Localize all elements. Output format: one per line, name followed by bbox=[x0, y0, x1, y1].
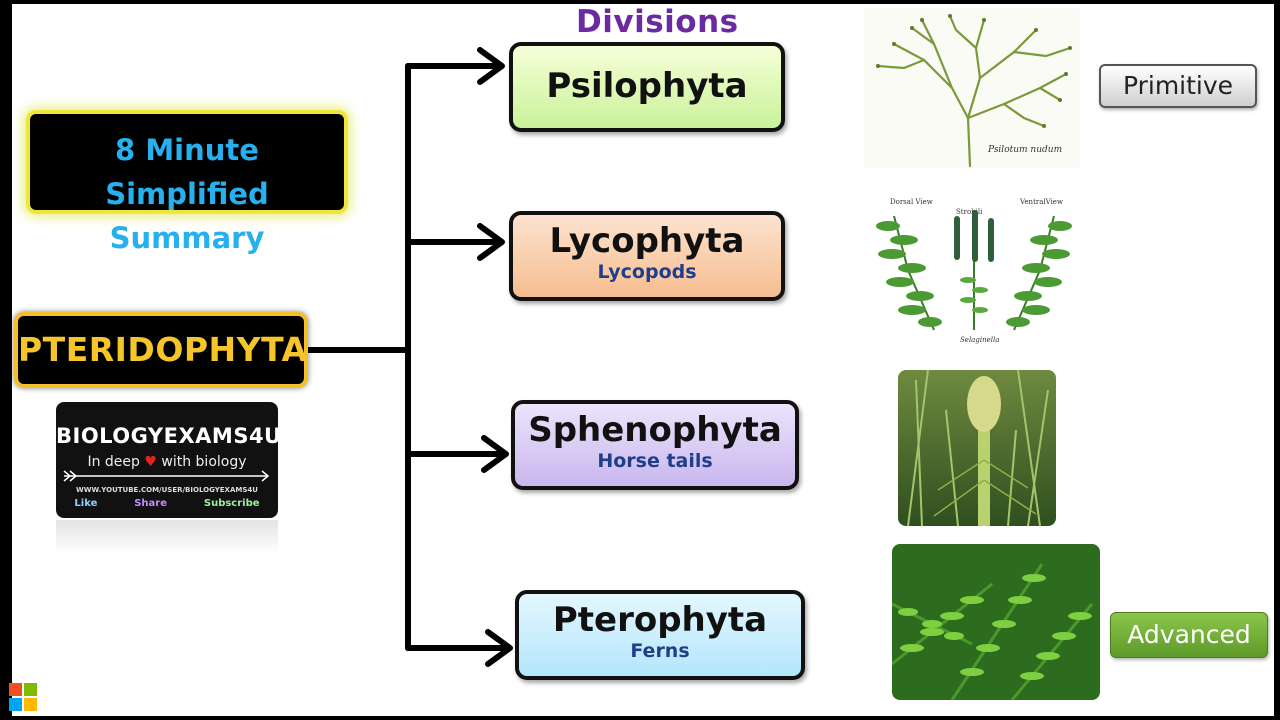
selaginella-image: Dorsal View Strobili VentralView Selagin… bbox=[864, 180, 1080, 346]
arrowhead-lycophyta bbox=[477, 223, 505, 261]
primitive-badge: Primitive bbox=[1099, 64, 1257, 108]
logo-links: Like Share Subscribe bbox=[56, 498, 278, 509]
summary-box: 8 Minute Simplified Summary bbox=[26, 110, 348, 255]
summary-line-2: Summary bbox=[109, 221, 265, 255]
division-subtitle: Horse tails bbox=[597, 450, 713, 472]
logo-tagline-right: with biology bbox=[161, 454, 247, 470]
division-name: Sphenophyta bbox=[528, 410, 782, 450]
logo-share: Share bbox=[134, 498, 168, 509]
arrowhead-pterophyta bbox=[485, 629, 513, 667]
dorsal-view-label: Dorsal View bbox=[890, 198, 933, 206]
division-name: Pterophyta bbox=[552, 600, 768, 640]
logo-url: WWW.YOUTUBE.COM/USER/BIOLOGYEXAMS4U bbox=[76, 486, 258, 494]
windows-logo-icon bbox=[9, 683, 37, 711]
horsetail-image bbox=[898, 370, 1056, 526]
division-sphenophyta: Sphenophyta Horse tails bbox=[511, 400, 799, 490]
strobili-label: Strobili bbox=[956, 208, 983, 216]
fern-image bbox=[892, 544, 1100, 700]
division-subtitle: Ferns bbox=[630, 640, 690, 662]
logo-tagline-left: In deep bbox=[87, 454, 140, 470]
summary-line-1: 8 Minute Simplified bbox=[105, 133, 269, 211]
heart-icon: ♥ bbox=[144, 454, 157, 470]
channel-logo: BIOLOGYEXAMS4U In deep ♥ with biology WW… bbox=[56, 402, 278, 518]
psilotum-image: Psilotum nudum bbox=[864, 8, 1080, 168]
logo-brand: BIOLOGYEXAMS4U bbox=[56, 424, 278, 448]
division-subtitle: Lycopods bbox=[597, 261, 697, 283]
logo-reflection bbox=[56, 520, 278, 554]
advanced-badge: Advanced bbox=[1110, 612, 1268, 658]
root-node-pteridophyta: PTERIDOPHYTA bbox=[14, 312, 308, 388]
connector-lines bbox=[305, 47, 513, 667]
arrow-decoration-icon bbox=[63, 470, 270, 482]
ventral-view-label: VentralView bbox=[1019, 198, 1063, 206]
division-psilophyta: Psilophyta bbox=[509, 42, 785, 132]
division-lycophyta: Lycophyta Lycopods bbox=[509, 211, 785, 301]
logo-tagline: In deep ♥ with biology bbox=[56, 454, 278, 470]
page-title: Divisions bbox=[576, 4, 739, 40]
division-pterophyta: Pterophyta Ferns bbox=[515, 590, 805, 680]
arrowhead-psilophyta bbox=[477, 47, 505, 85]
division-name: Psilophyta bbox=[546, 66, 748, 106]
logo-like: Like bbox=[74, 498, 98, 509]
slide-canvas: Divisions 8 Minute Simplified Summary PT… bbox=[12, 4, 1274, 716]
logo-subscribe: Subscribe bbox=[203, 498, 260, 509]
division-name: Lycophyta bbox=[549, 221, 745, 261]
arrowhead-sphenophyta bbox=[481, 435, 509, 473]
psilotum-caption: Psilotum nudum bbox=[987, 145, 1062, 155]
selaginella-caption: Selaginella bbox=[960, 336, 999, 344]
